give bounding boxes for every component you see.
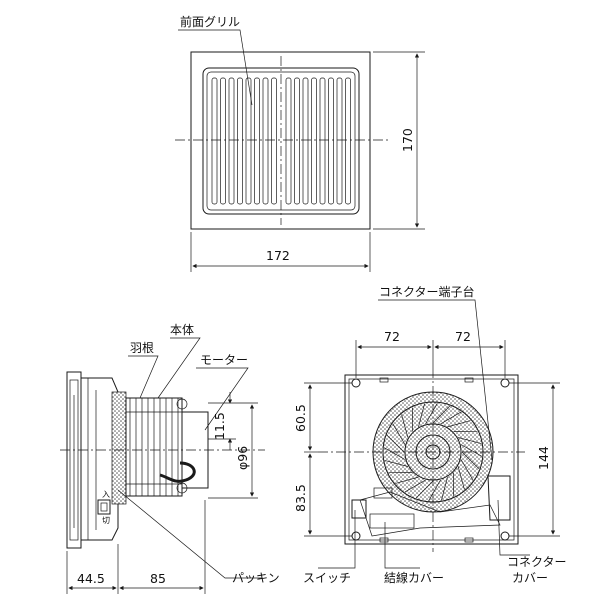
fan-blade [425, 403, 438, 425]
side-packing [111, 391, 127, 505]
louvre-slat [237, 77, 243, 205]
louvre-slat [262, 77, 269, 205]
back-fan-blades [384, 403, 482, 501]
back-outer-frame [344, 374, 519, 545]
body-label: 本体 [170, 323, 194, 337]
louvre-slat [220, 77, 226, 205]
connector-cover-label-1: コネクター [507, 555, 567, 569]
louvre-slat [228, 77, 235, 205]
blade-label: 羽根 [130, 341, 154, 355]
fan-blade [457, 466, 465, 490]
louvre-slat [302, 77, 309, 205]
fan-blade [428, 479, 441, 501]
back-screw-tl [351, 378, 361, 388]
fan-blade [432, 405, 451, 424]
fan-blade [392, 423, 406, 445]
front-view: 前面グリル 172 170 [175, 14, 425, 272]
fan-blade [440, 411, 462, 425]
fan-blade [395, 476, 419, 484]
side-depth-front-dim: 44.5 [77, 571, 105, 586]
connector-cover-label-2: カバー [512, 571, 548, 585]
back-right-half-dim: 72 [455, 329, 471, 344]
fan-blade [460, 459, 474, 481]
side-view: 入 切 本体 羽根 モーター パッキン 11.5 φ96 [60, 323, 280, 594]
front-grille-label: 前面グリル [180, 14, 240, 29]
back-height-dim: 144 [536, 446, 551, 470]
fan-blade [460, 444, 482, 457]
fan-blade [404, 479, 426, 493]
fan-blade [415, 480, 434, 499]
side-switch [97, 499, 111, 515]
packing-label: パッキン [232, 571, 280, 585]
fan-blade [401, 414, 409, 438]
fan-blade [384, 447, 406, 460]
back-left-half-dim: 72 [384, 329, 400, 344]
fan-blade [461, 451, 480, 470]
side-grille-body [80, 377, 119, 541]
back-switch [351, 499, 367, 519]
front-grille-louvres [211, 77, 351, 205]
fan-blade [458, 437, 482, 444]
fan-blade [384, 460, 408, 467]
front-height-dim: 170 [400, 128, 415, 152]
back-screw-tr [500, 378, 510, 388]
back-view: コネクター端子台 スイッチ 結線カバー コネクター カバー 72 72 60.5… [293, 284, 567, 585]
louvre-slat [211, 77, 218, 205]
front-width-dim: 172 [266, 248, 290, 263]
fan-blade [447, 420, 471, 428]
louvre-slat [294, 77, 300, 205]
louvre-slat [271, 77, 277, 205]
connector-terminal-label: コネクター端子台 [379, 284, 475, 299]
fan-blade [441, 477, 448, 501]
front-grille-frame [190, 51, 371, 230]
back-screw-bl [351, 531, 361, 541]
louvre-slat [345, 77, 351, 205]
louvre-slat [328, 77, 334, 205]
fan-blade [386, 434, 405, 453]
louvre-slat [285, 77, 292, 205]
back-screw-br [500, 531, 510, 541]
motor-label: モーター [200, 353, 248, 367]
side-depth-body-dim: 85 [150, 571, 166, 586]
switch-on-mark: 入 [102, 490, 110, 499]
side-blades [129, 398, 179, 496]
louvre-slat [254, 77, 260, 205]
fan-blade [418, 403, 425, 427]
wire-cover-label: 結線カバー [384, 570, 444, 585]
side-offset-dim: 11.5 [212, 412, 227, 440]
louvre-slat [245, 77, 252, 205]
side-diameter-dim: φ96 [235, 446, 250, 470]
back-upper-dim: 60.5 [293, 404, 308, 432]
back-lower-dim: 83.5 [293, 484, 308, 512]
switch-off-mark: 切 [102, 516, 110, 525]
switch-label: スイッチ [303, 571, 351, 585]
side-cable [159, 461, 196, 483]
louvre-slat [336, 77, 343, 205]
louvre-slat [311, 77, 317, 205]
louvre-slat [319, 77, 326, 205]
